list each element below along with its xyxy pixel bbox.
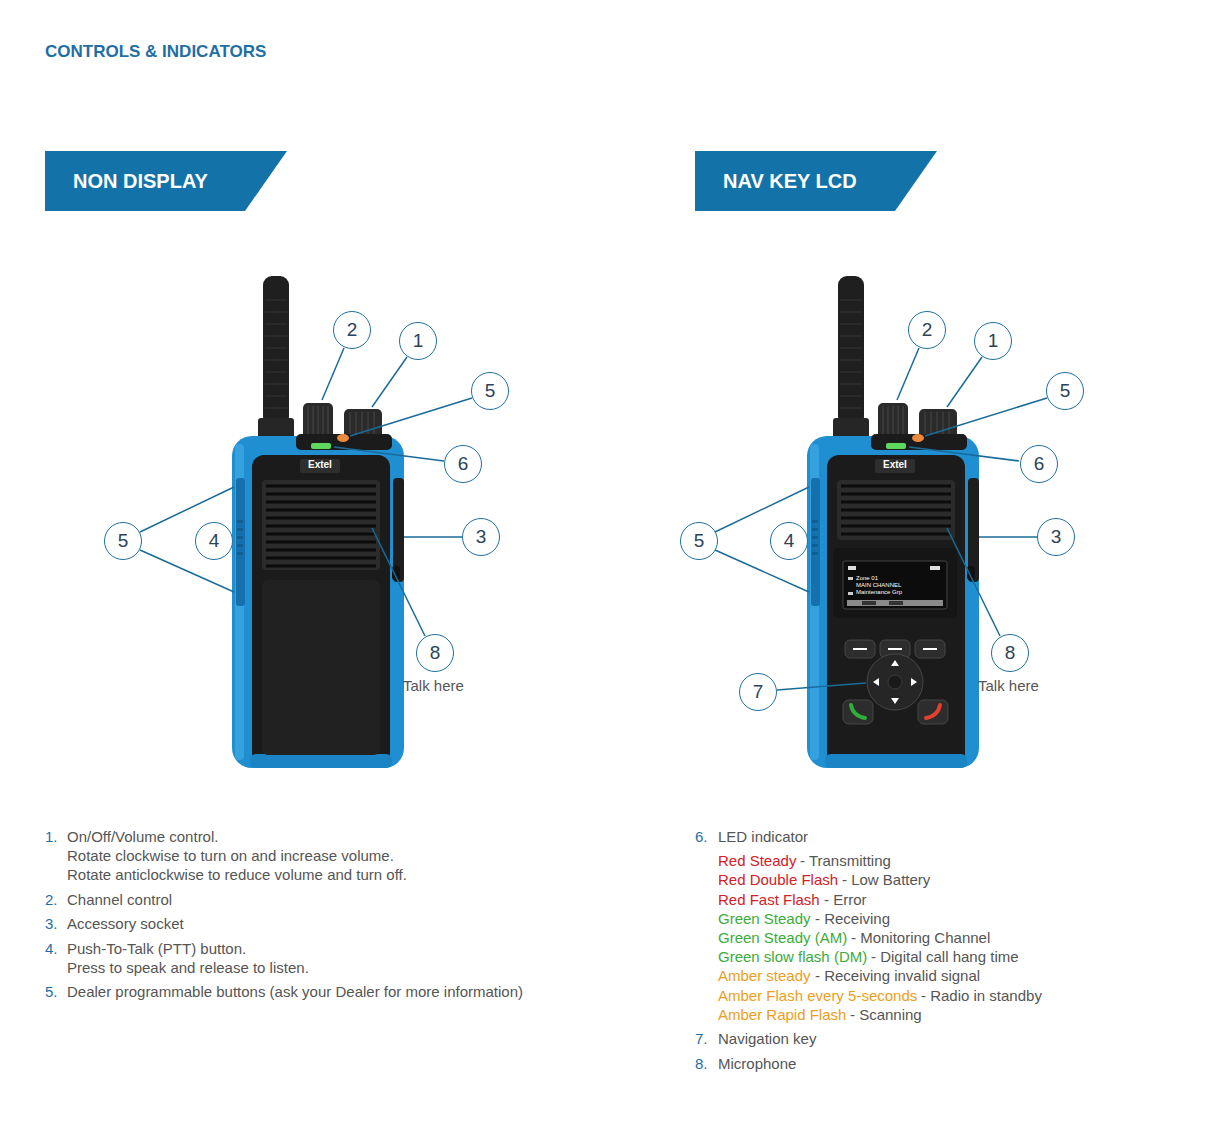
list-text: Channel control: [67, 891, 172, 909]
callout-number: 1: [413, 331, 424, 351]
callout-number: 3: [476, 527, 487, 547]
microphone-note: Talk here: [978, 677, 1039, 695]
callout-circle: 2: [333, 311, 371, 349]
list-text: Rotate clockwise to turn on and increase…: [67, 847, 394, 865]
list-text: LED indicator: [718, 828, 808, 846]
callout-circle: 7: [739, 673, 777, 711]
list-number: 7.: [695, 1030, 708, 1048]
callout-number: 5: [485, 381, 496, 401]
list-text: Microphone: [718, 1055, 796, 1073]
callout-circle: 3: [462, 518, 500, 556]
callout-number: 3: [1051, 527, 1062, 547]
callout-number: 8: [1005, 643, 1016, 663]
led-meaning: - Monitoring Channel: [851, 929, 990, 947]
callout-number: 5: [1060, 381, 1071, 401]
keypad: [843, 640, 948, 724]
list-number: 6.: [695, 828, 708, 846]
band-fill: [45, 151, 287, 211]
led-state: Green slow flash (DM): [718, 948, 867, 966]
callout-circle: 5: [104, 522, 142, 560]
callout-circle: 2: [908, 311, 946, 349]
list-number: 3.: [45, 915, 58, 933]
callout-circle: 1: [399, 322, 437, 360]
led-state: Green Steady (AM): [718, 929, 847, 947]
lcd-text: Maintenance Grp: [856, 589, 902, 596]
list-text: Accessory socket: [67, 915, 184, 933]
callout-number: 2: [922, 320, 933, 340]
band-fill: [695, 151, 937, 211]
logo-text: Extel: [308, 458, 332, 472]
led-meaning: - Radio in standby: [921, 987, 1042, 1005]
led-meaning: - Receiving: [815, 910, 890, 928]
callout-number: 6: [458, 454, 469, 474]
led-state: Red Double Flash: [718, 871, 838, 889]
callout-circle: 6: [1020, 445, 1058, 483]
callout-number: 1: [988, 331, 999, 351]
led-meaning: - Digital call hang time: [871, 948, 1019, 966]
led-meaning: - Low Battery: [842, 871, 930, 889]
callout-number: 4: [784, 531, 795, 551]
speaker-grill: [837, 480, 955, 540]
callout-number: 5: [694, 531, 705, 551]
leader-lines: [140, 348, 1047, 690]
led-meaning: - Receiving invalid signal: [815, 967, 980, 985]
lcd-display: [833, 548, 957, 618]
list-text: Navigation key: [718, 1030, 816, 1048]
callout-circle: 5: [1046, 372, 1084, 410]
section-band: NON DISPLAY: [45, 151, 287, 211]
list-text: Dealer programmable buttons (ask your De…: [67, 983, 523, 1001]
microphone-note: Talk here: [403, 677, 464, 695]
callout-circle: 3: [1037, 518, 1075, 556]
list-text: On/Off/Volume control.: [67, 828, 218, 846]
list-number: 4.: [45, 940, 58, 958]
callout-number: 2: [347, 320, 358, 340]
radio-body: [232, 276, 404, 768]
logo-text: Extel: [883, 458, 907, 472]
lcd-text: MAIN CHANNEL: [856, 582, 901, 589]
callout-circle: 5: [471, 372, 509, 410]
page-title: CONTROLS & INDICATORS: [45, 42, 266, 62]
list-number: 2.: [45, 891, 58, 909]
callout-number: 4: [209, 531, 220, 551]
led-state: Red Steady: [718, 852, 796, 870]
band-title: NON DISPLAY: [73, 169, 208, 193]
band-title: NAV KEY LCD: [723, 169, 857, 193]
callout-circle: 8: [991, 634, 1029, 672]
section-band: NAV KEY LCD: [695, 151, 937, 211]
callout-circle: 1: [974, 322, 1012, 360]
callout-circle: 5: [680, 522, 718, 560]
callout-circle: 8: [416, 634, 454, 672]
led-state: Amber Rapid Flash: [718, 1006, 846, 1024]
callout-number: 5: [118, 531, 129, 551]
callout-circle: 4: [195, 522, 233, 560]
callout-number: 8: [430, 643, 441, 663]
led-state: Green Steady: [718, 910, 811, 928]
callout-circle: 4: [770, 522, 808, 560]
led-meaning: - Scanning: [850, 1006, 922, 1024]
led-state: Amber Flash every 5-seconds: [718, 987, 917, 1005]
led-meaning: - Transmitting: [800, 852, 891, 870]
speaker-grill: [262, 480, 380, 755]
radio-body: [807, 276, 979, 768]
led-state: Red Fast Flash: [718, 891, 820, 909]
list-number: 1.: [45, 828, 58, 846]
lcd-text: Zone 01: [856, 575, 878, 582]
list-text: Press to speak and release to listen.: [67, 959, 309, 977]
led-state: Amber steady: [718, 967, 811, 985]
list-text: Push-To-Talk (PTT) button.: [67, 940, 246, 958]
callout-number: 6: [1034, 454, 1045, 474]
list-number: 8.: [695, 1055, 708, 1073]
callout-number: 7: [753, 682, 764, 702]
led-meaning: - Error: [824, 891, 867, 909]
callout-circle: 6: [444, 445, 482, 483]
list-text: Rotate anticlockwise to reduce volume an…: [67, 866, 407, 884]
list-number: 5.: [45, 983, 58, 1001]
